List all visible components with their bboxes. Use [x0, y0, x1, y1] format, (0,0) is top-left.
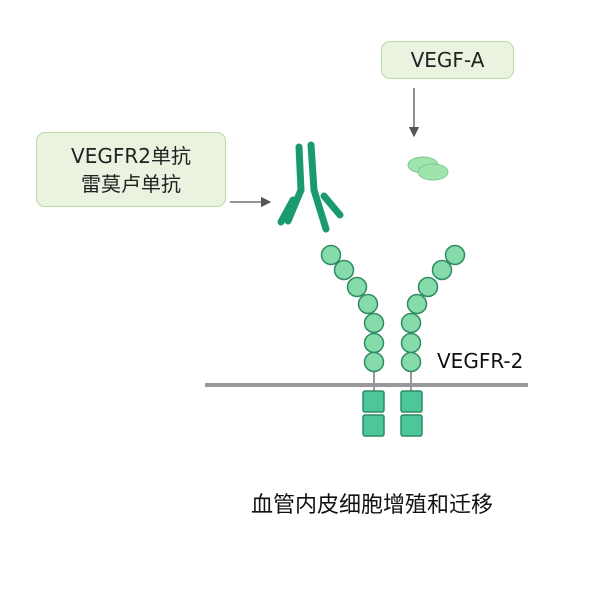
- receptor-left-chain: [320, 244, 385, 373]
- ligand-label-box: VEGF-A: [381, 41, 514, 79]
- effect-label: 血管内皮细胞增殖和迁移: [251, 493, 494, 518]
- drug-label-box: VEGFR2单抗 雷莫卢单抗: [36, 132, 226, 207]
- vegf-a-ligand: [407, 156, 449, 181]
- kinase-domains: [362, 390, 423, 437]
- ligand-label: VEGF-A: [410, 48, 485, 72]
- antibody-icon: [277, 141, 344, 233]
- receptor-right-chain: [400, 244, 466, 373]
- drug-label-line1: VEGFR2单抗: [71, 143, 191, 168]
- drug-label-line2: 雷莫卢单抗: [81, 171, 181, 196]
- receptor-label: VEGFR-2: [437, 349, 524, 373]
